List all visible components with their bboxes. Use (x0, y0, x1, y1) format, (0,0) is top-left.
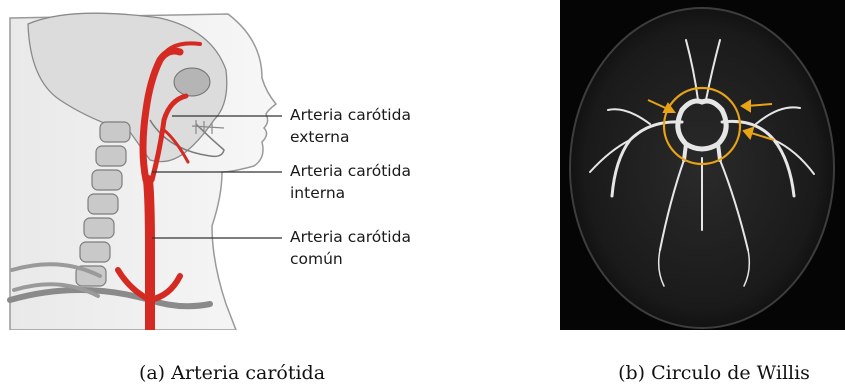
caption-b: (b) Circulo de Willis (618, 362, 810, 384)
label-common-carotid: Arteria carótida común (290, 226, 411, 270)
label-internal-line2: interna (290, 182, 411, 204)
label-common-line2: común (290, 248, 411, 270)
label-internal-carotid: Arteria carótida interna (290, 160, 411, 204)
figure-circle-of-willis (560, 0, 845, 330)
figure-carotid-artery: Arteria carótida externa Arteria carótid… (0, 0, 470, 330)
label-common-line1: Arteria carótida (290, 226, 411, 248)
label-external-line2: externa (290, 126, 411, 148)
common-carotid (148, 180, 150, 330)
label-external-carotid: Arteria carótida externa (290, 104, 411, 148)
mra-scan (560, 0, 845, 330)
eye-socket (174, 68, 210, 96)
label-external-line1: Arteria carótida (290, 104, 411, 126)
caption-a: (a) Arteria carótida (139, 362, 325, 384)
label-internal-line1: Arteria carótida (290, 160, 411, 182)
